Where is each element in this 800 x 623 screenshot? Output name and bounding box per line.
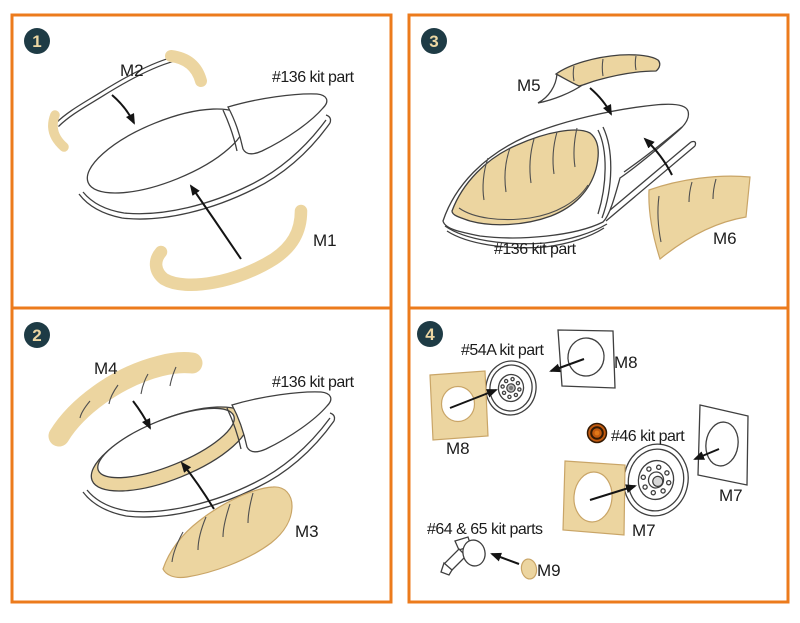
- arrow-m7l-to-wheel: [589, 484, 637, 501]
- label-m6: M6: [713, 229, 737, 248]
- mask-m1: [149, 204, 308, 291]
- mask-m8-sheet: [557, 329, 616, 389]
- label-m9: M9: [537, 561, 561, 580]
- panel-3-number: 3: [429, 32, 438, 51]
- arrow-m7r-to-wheel: [693, 448, 720, 460]
- label-m8-left: M8: [446, 439, 470, 458]
- arrow-m2-to-canopy: [111, 94, 135, 125]
- panel-4: 4: [407, 306, 790, 604]
- brand-logo-icon: [586, 422, 608, 444]
- label-kit-54a: #54A kit part: [461, 342, 545, 359]
- label-kit-136-p1: #136 kit part: [272, 69, 355, 86]
- label-m8-right: M8: [614, 353, 638, 372]
- label-kit-46: #46 kit part: [611, 428, 685, 445]
- wheel-54a: [485, 360, 537, 416]
- mask-m4: [48, 352, 203, 447]
- tailwheel-fork-part: [440, 536, 486, 576]
- arrow-m5-to-canopy: [589, 87, 612, 116]
- label-kit-64-65: #64 & 65 kit parts: [427, 521, 543, 538]
- mask-m6: [648, 175, 751, 261]
- label-m7-left: M7: [632, 521, 656, 540]
- panel-2: 2 M4 #136 kit part M3: [10, 306, 393, 604]
- panel-3: 3: [407, 13, 790, 310]
- label-kit-136-p3: #136 kit part: [494, 241, 577, 258]
- wheel-46: [623, 443, 689, 517]
- label-kit-136-p2: #136 kit part: [272, 374, 355, 391]
- mask-m7-sheet: [697, 404, 749, 486]
- arrow-m6-to-canopy: [643, 137, 673, 176]
- mask-m2-top: [165, 50, 207, 87]
- canopy-aft: [227, 93, 328, 155]
- panel-1-number: 1: [32, 32, 41, 51]
- canopy-drawing-1: [48, 50, 332, 291]
- arrow-m8l-to-wheel: [449, 389, 498, 409]
- panel-1-badge: [24, 28, 50, 54]
- mask-m2-bottom: [48, 110, 69, 152]
- label-m7-right: M7: [719, 486, 743, 505]
- canopy-drawing-3: [442, 103, 697, 249]
- label-m1: M1: [313, 231, 337, 250]
- label-m4: M4: [94, 359, 118, 378]
- arrow-m4-to-canopy: [132, 400, 151, 430]
- arrow-m1-to-canopy: [189, 184, 242, 260]
- arrow-m8r-to-wheel: [549, 358, 585, 373]
- mask-m3: [162, 486, 293, 579]
- panel-1: 1 M2 #136 kit part M1: [10, 13, 393, 310]
- mask-m9: [520, 558, 538, 580]
- panel-2-number: 2: [32, 326, 41, 345]
- arrow-m9-to-fork: [490, 552, 520, 565]
- mask-m5: [537, 54, 661, 104]
- panel-2-badge: [24, 322, 50, 348]
- canopy-drawing-2: [82, 391, 336, 518]
- label-m5: M5: [517, 76, 541, 95]
- canopy-mask-applied: [451, 129, 599, 226]
- label-m2: M2: [120, 61, 144, 80]
- panel-3-badge: [421, 28, 447, 54]
- panel-4-number: 4: [425, 325, 435, 344]
- label-m3: M3: [295, 522, 319, 541]
- panel-4-badge: [417, 321, 443, 347]
- arrow-m3-to-canopy: [180, 461, 215, 510]
